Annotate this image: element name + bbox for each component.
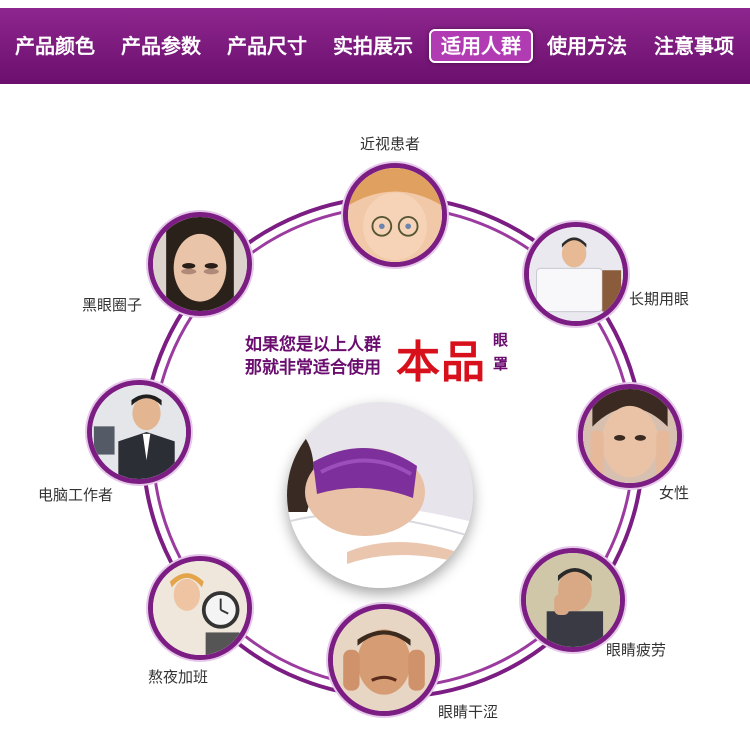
label-long-term-eye-use: 长期用眼 — [629, 290, 690, 308]
label-dark-circles: 黑眼圈子 — [82, 296, 143, 314]
tab-product-color[interactable]: 产品颜色 — [15, 34, 95, 58]
office-worker-icon — [87, 380, 191, 484]
dark-circles-icon — [148, 212, 252, 316]
tab-precautions[interactable]: 注意事项 — [654, 34, 734, 58]
computer-user-icon — [524, 222, 628, 326]
label-eye-fatigue: 眼睛疲劳 — [606, 641, 667, 659]
brand-text: 本品 — [396, 337, 486, 388]
label-myopia: 近视患者 — [360, 135, 421, 153]
slogan-line-1: 如果您是以上人群 — [245, 335, 381, 355]
tab-product-size[interactable]: 产品尺寸 — [227, 34, 307, 58]
label-late-night-overtime: 熬夜加班 — [148, 668, 209, 686]
slogan-line-2: 那就非常适合使用 — [245, 358, 381, 378]
top-nav-bar: 产品颜色 产品参数 产品尺寸 实拍展示 适用人群 使用方法 注意事项 — [0, 8, 750, 84]
suffix-mask: 罩 — [493, 355, 509, 373]
late-night-icon — [148, 556, 252, 660]
tab-target-users[interactable]: 适用人群 — [429, 29, 533, 63]
tab-real-photos[interactable]: 实拍展示 — [333, 34, 413, 58]
dry-eyes-person-icon — [328, 604, 440, 716]
sleeping-woman-eye-mask-icon — [287, 402, 473, 588]
label-dry-eyes: 眼睛干涩 — [438, 703, 499, 721]
tired-person-icon — [521, 548, 625, 652]
tab-product-params[interactable]: 产品参数 — [121, 34, 201, 58]
label-computer-workers: 电脑工作者 — [38, 486, 114, 504]
label-women: 女性 — [659, 484, 690, 502]
suffix-eye: 眼 — [493, 331, 509, 349]
woman-icon — [578, 384, 682, 488]
tab-usage-method[interactable]: 使用方法 — [547, 34, 627, 58]
myopia-person-icon — [343, 163, 447, 267]
